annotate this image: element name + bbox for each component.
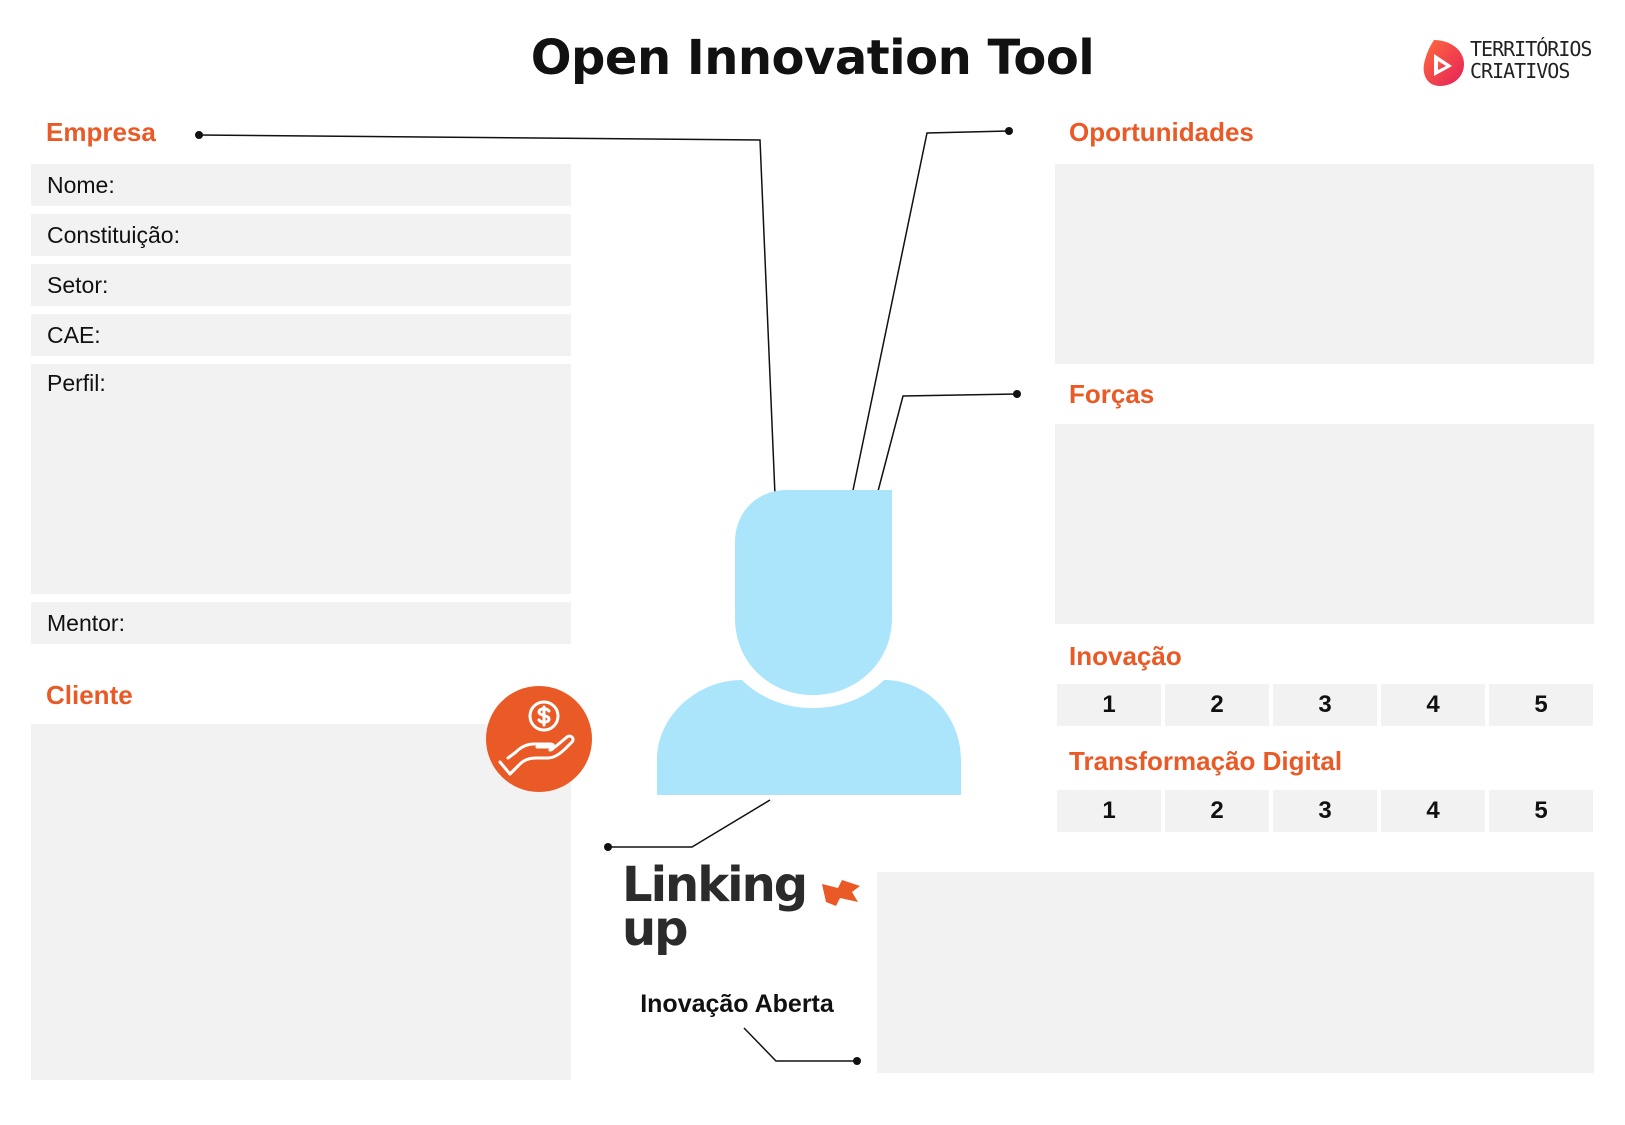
- oportunidades-box[interactable]: [1055, 164, 1594, 364]
- logo-word-up: up: [622, 901, 689, 957]
- territorios-criativos-logo: TERRITÓRIOS CRIATIVOS: [1420, 36, 1600, 90]
- perfil-field[interactable]: Perfil:: [31, 364, 571, 594]
- hand-coin-badge: [486, 686, 592, 792]
- page-title: Open Innovation Tool: [530, 30, 1095, 86]
- transformacao-option-2[interactable]: 2: [1165, 790, 1269, 832]
- transformacao-option-5[interactable]: 5: [1489, 790, 1593, 832]
- setor-label: Setor:: [47, 272, 109, 298]
- forcas-heading: Forças: [1069, 379, 1155, 409]
- transformacao-scale: 1 2 3 4 5: [1057, 790, 1593, 832]
- logo-word-linking: Linking: [622, 857, 808, 913]
- person-silhouette-icon: [657, 490, 961, 795]
- forcas-box[interactable]: [1055, 424, 1594, 624]
- brand-line-1: TERRITÓRIOS: [1470, 37, 1592, 61]
- perfil-label: Perfil:: [47, 370, 106, 396]
- transformacao-option-4[interactable]: 4: [1381, 790, 1485, 832]
- transformacao-heading: Transformação Digital: [1069, 746, 1343, 776]
- brand-line-2: CRIATIVOS: [1470, 59, 1570, 83]
- constituicao-field[interactable]: Constituição:: [31, 214, 571, 256]
- mentor-field[interactable]: Mentor:: [31, 602, 571, 644]
- cae-field[interactable]: CAE:: [31, 314, 571, 356]
- nome-label: Nome:: [47, 172, 115, 198]
- inovacao-aberta-box[interactable]: [877, 872, 1594, 1073]
- inovacao-heading: Inovação: [1069, 641, 1182, 671]
- hand-coin-icon: [498, 700, 575, 776]
- cae-label: CAE:: [47, 322, 101, 348]
- inovacao-option-1[interactable]: 1: [1057, 684, 1161, 726]
- inovacao-option-3[interactable]: 3: [1273, 684, 1377, 726]
- nome-field[interactable]: Nome:: [31, 164, 571, 206]
- cliente-heading: Cliente: [46, 680, 133, 710]
- inovacao-scale: 1 2 3 4 5: [1057, 684, 1593, 726]
- empresa-heading: Empresa: [46, 117, 156, 147]
- constituicao-label: Constituição:: [47, 222, 180, 248]
- oportunidades-heading: Oportunidades: [1069, 117, 1254, 147]
- transformacao-option-1[interactable]: 1: [1057, 790, 1161, 832]
- cliente-box[interactable]: [31, 724, 571, 1080]
- transformacao-option-3[interactable]: 3: [1273, 790, 1377, 832]
- tagline: Inovação Aberta: [640, 990, 834, 1018]
- inovacao-option-2[interactable]: 2: [1165, 684, 1269, 726]
- brand-logo-icon: [1423, 40, 1464, 86]
- setor-field[interactable]: Setor:: [31, 264, 571, 306]
- inovacao-option-5[interactable]: 5: [1489, 684, 1593, 726]
- mentor-label: Mentor:: [47, 610, 125, 636]
- linking-up-logo: Linking up: [622, 857, 867, 972]
- flag-icon: [822, 880, 860, 906]
- inovacao-option-4[interactable]: 4: [1381, 684, 1485, 726]
